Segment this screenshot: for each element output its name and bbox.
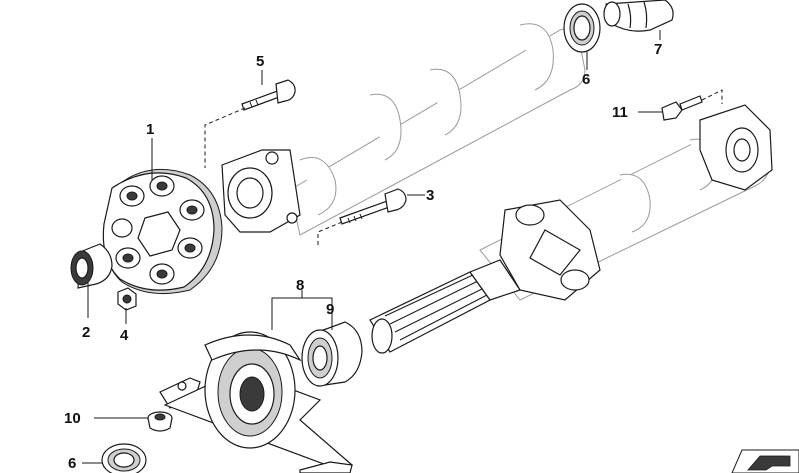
callout-8: 8 [296,277,304,294]
callout-4: 4 [120,327,129,344]
callout-9: 9 [326,301,334,318]
callout-1: 1 [146,121,154,138]
part-7-rubber-boot [603,0,674,32]
part-6-top-bearing-ring [563,3,601,53]
callout-3: 3 [426,187,434,204]
part-4-nut [117,287,137,311]
part-2-centering-sleeve [70,243,113,289]
rear-shaft-flange [221,149,301,233]
callout-6-top: 6 [582,71,590,88]
part-9-ball-bearing [301,321,363,387]
flip-arrow-icon [731,449,799,473]
callout-2: 2 [82,324,90,341]
rear-driveshaft-tube [289,23,586,236]
rear-universal-joint [699,104,773,191]
part-5-bolt [241,79,296,111]
universal-joint [499,199,601,301]
callout-6-bottom: 6 [68,455,76,472]
callout-10: 10 [64,410,81,427]
part-8-center-bearing [159,331,354,473]
part-11-bolt [661,95,703,121]
part-6-bottom-ring [101,443,147,473]
callout-7: 7 [654,41,662,58]
part-10-rubber-buffer [147,411,173,432]
callout-5: 5 [256,53,264,70]
callout-labels: 1 2 3 4 5 6 6 7 8 9 10 11 [64,41,662,472]
splined-shaft [369,259,521,354]
callout-11: 11 [612,104,628,121]
part-1-flex-disc [102,168,223,295]
leader-lines [82,30,723,464]
